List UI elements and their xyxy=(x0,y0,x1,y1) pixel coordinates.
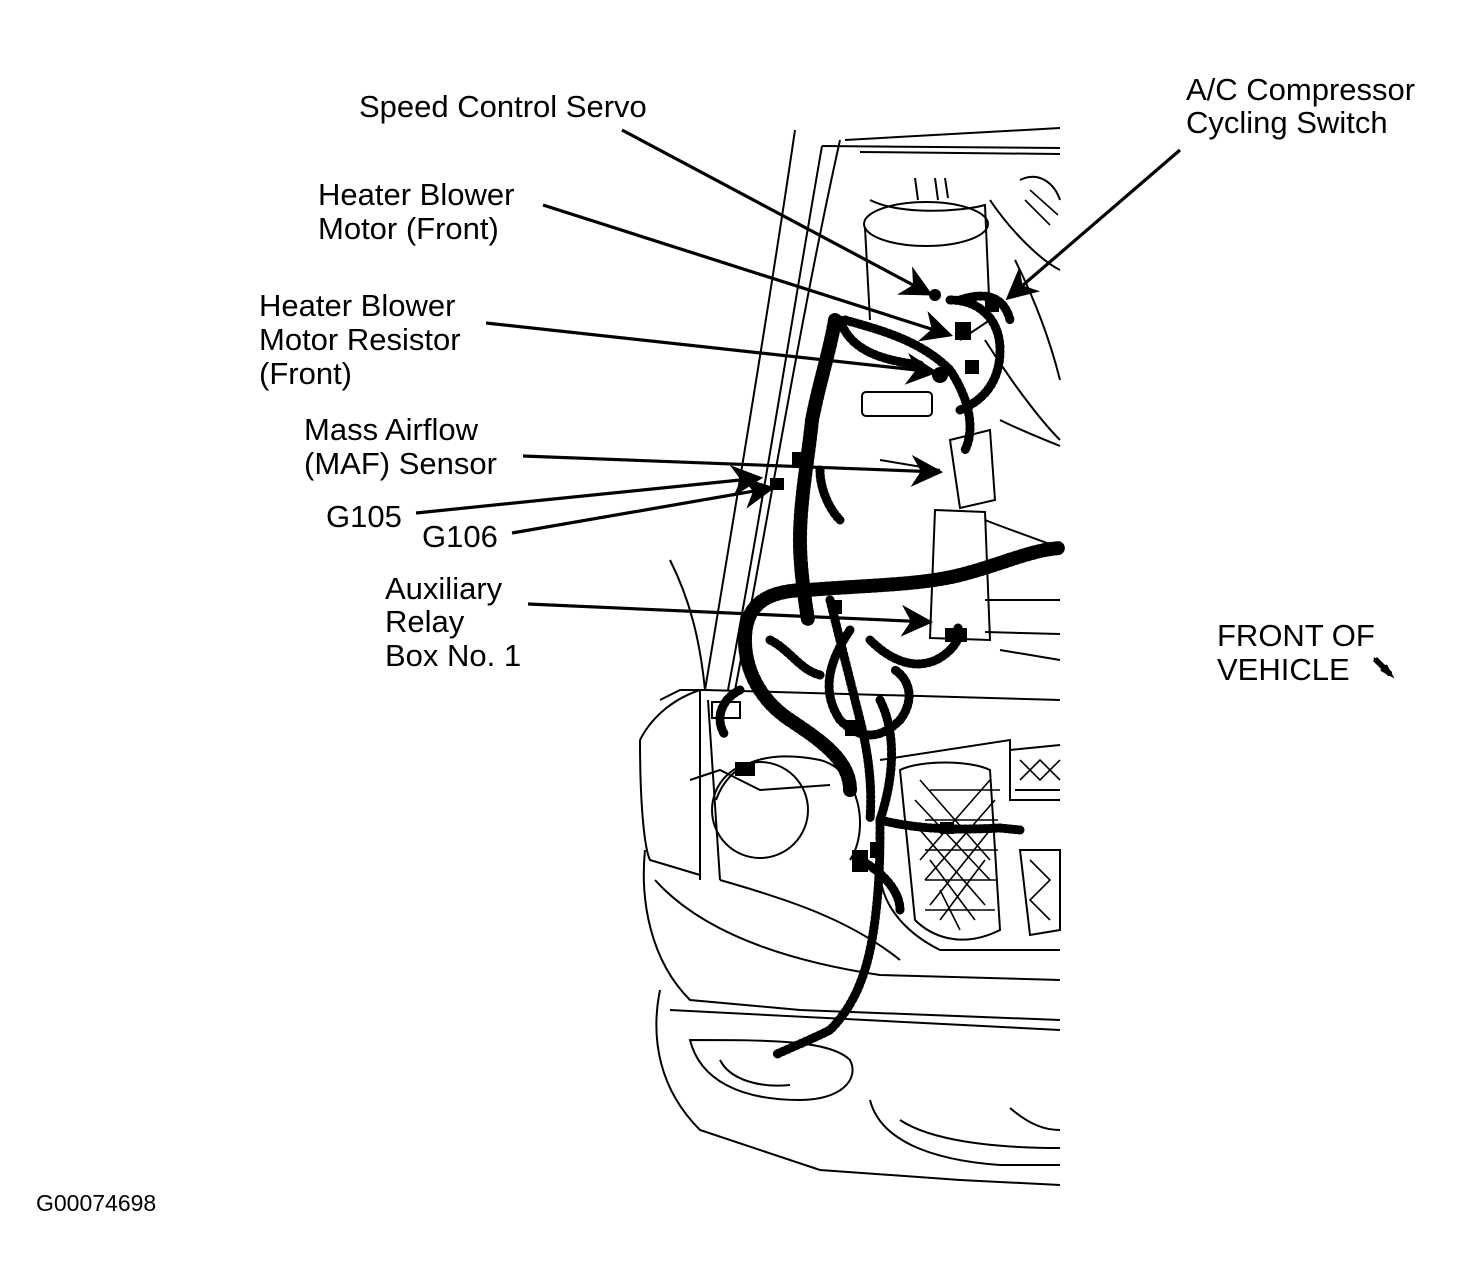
label-aux-relay-line3: Box No. 1 xyxy=(385,638,521,673)
leader-maf xyxy=(522,454,944,487)
label-g106: G106 xyxy=(422,519,498,554)
label-blower-motor-line2: Motor (Front) xyxy=(318,211,499,246)
leader-g106 xyxy=(511,477,776,535)
leader-blower-resistor xyxy=(485,321,939,385)
arrow-down-right-icon xyxy=(1373,657,1395,679)
label-blower-motor-line1: Heater Blower xyxy=(318,177,514,212)
label-blower-resistor-line3: (Front) xyxy=(259,356,352,391)
callout-labels: Speed Control Servo A/C Compressor Cycli… xyxy=(36,72,1415,1216)
label-g105: G105 xyxy=(326,499,402,534)
figure-id: G00074698 xyxy=(36,1190,156,1216)
label-blower-resistor-line2: Motor Resistor xyxy=(259,322,461,357)
leader-g105 xyxy=(415,464,764,515)
leader-blower-motor xyxy=(542,203,954,342)
label-aux-relay-line1: Auxiliary xyxy=(385,571,503,606)
wiring-harness xyxy=(715,289,1067,1060)
vehicle-illustration xyxy=(639,127,1061,1186)
label-front-line1: FRONT OF xyxy=(1217,618,1375,653)
leader-aux-relay xyxy=(527,602,934,637)
label-front-line2: VEHICLE xyxy=(1217,652,1350,687)
label-speed-control-servo: Speed Control Servo xyxy=(359,89,647,124)
label-blower-resistor-line1: Heater Blower xyxy=(259,288,455,323)
leader-ac-switch xyxy=(1005,148,1182,301)
leader-lines xyxy=(415,128,1182,637)
label-maf-line1: Mass Airflow xyxy=(304,412,479,447)
leader-speed-control-servo xyxy=(621,128,933,296)
label-maf-line2: (MAF) Sensor xyxy=(304,446,497,481)
label-ac-switch-line2: Cycling Switch xyxy=(1186,105,1388,140)
label-ac-switch-line1: A/C Compressor xyxy=(1186,72,1415,107)
label-aux-relay-line2: Relay xyxy=(385,604,465,639)
